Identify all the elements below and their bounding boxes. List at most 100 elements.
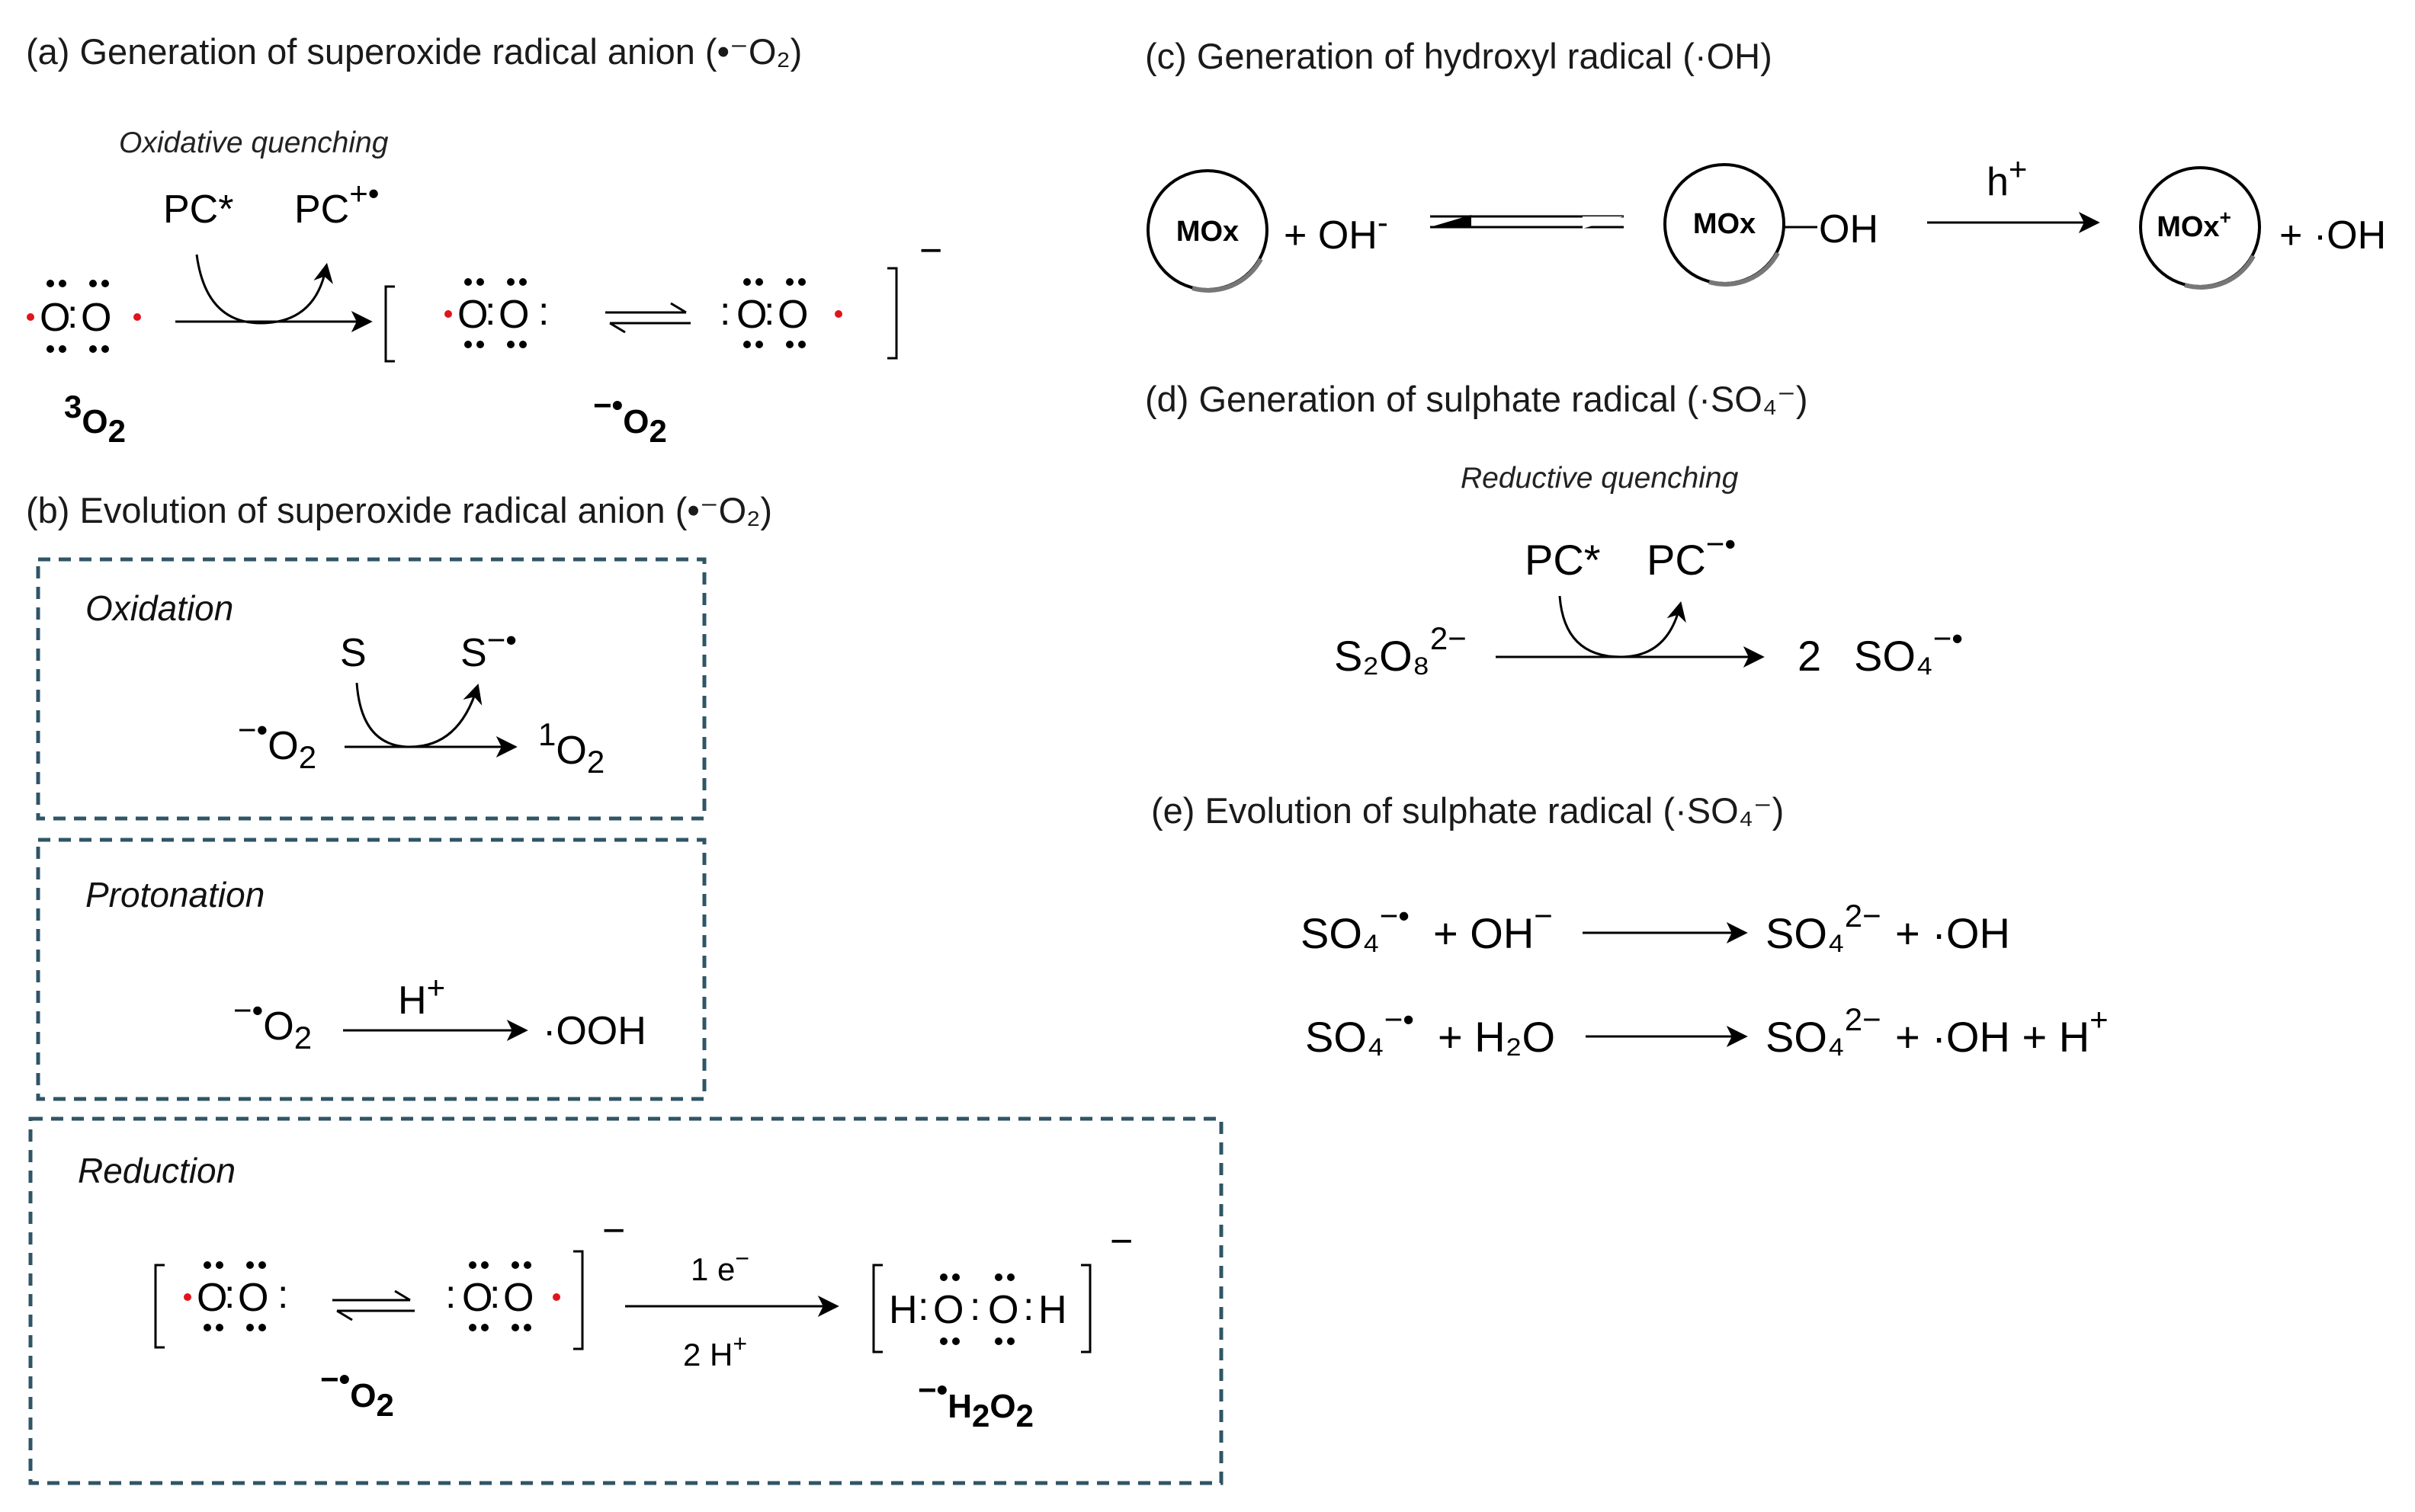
h: H [948, 1388, 972, 1425]
h: H [398, 979, 427, 1023]
sub: 2 [587, 744, 605, 780]
pc-reduced-d: PC−• [1647, 526, 1736, 584]
o-atom: O [40, 296, 70, 340]
panel-c: (c) Generation of hydroxyl radical (·OH)… [1145, 36, 2386, 293]
o-atom: O [503, 1276, 534, 1320]
plus-hydroxide: + OH- [1284, 204, 1388, 258]
txt: SO₄ [1301, 909, 1380, 957]
pc-ox-text: PC [294, 187, 349, 232]
e2-coreactant: + H₂O [1438, 1013, 1555, 1061]
equilibrium-arrow-c [1430, 215, 1624, 229]
o-atom: O [81, 296, 111, 340]
bracket-left-red [154, 1264, 165, 1349]
pre: −• [233, 992, 263, 1028]
bond-pair: : [224, 1273, 235, 1317]
sup: + [2009, 151, 2028, 187]
o: O [263, 1004, 293, 1049]
reagent-proton: H+ [398, 969, 445, 1023]
s-rad-sup: −• [487, 622, 517, 658]
pre: −• [918, 1372, 948, 1408]
label-3o2-pre: 3 [64, 389, 82, 424]
label-o2r-pre: −• [593, 387, 623, 423]
charge-a: − [919, 229, 942, 273]
panel-a-title: (a) Generation of superoxide radical ani… [26, 31, 802, 72]
bracket-right-red [573, 1250, 584, 1350]
sup: + [733, 1330, 747, 1357]
sub: 2 [294, 1020, 312, 1056]
txt: + ·OH + H [1895, 1013, 2089, 1061]
sup: −• [1933, 620, 1963, 656]
h-atom: H [889, 1288, 918, 1332]
pre: −• [238, 712, 268, 748]
lewis-superoxide-red-2: : O : O [445, 1261, 560, 1331]
pre: −• [320, 1361, 350, 1397]
txt: S₂O₈ [1334, 632, 1430, 680]
bond-pair: : [970, 1285, 980, 1329]
quenching-label-a: Oxidative quenching [119, 127, 389, 159]
txt: PC [1647, 536, 1706, 584]
bond-pair: : [918, 1285, 928, 1329]
lone-pair: : [277, 1273, 288, 1317]
bond-pair: : [485, 290, 496, 334]
sup: −• [1706, 526, 1736, 562]
curved-arrow-a [195, 254, 333, 325]
h: h [1987, 160, 2009, 204]
pc-ox-sup: +• [349, 175, 379, 211]
panel-b: (b) Evolution of superoxide radical anio… [26, 490, 1224, 1485]
txt: SO₄ [1766, 1013, 1845, 1061]
o: O [350, 1377, 376, 1414]
o-atom: O [736, 293, 767, 337]
sub: 2 [376, 1387, 393, 1423]
lewis-superoxide-red-1: O : O : [184, 1261, 288, 1331]
charge-red-1: − [602, 1209, 625, 1253]
label-superoxide-red: −•O2 [320, 1361, 394, 1423]
bond-pair: : [67, 293, 78, 337]
hole-reagent: h+ [1987, 151, 2027, 204]
e1-product: SO₄2− [1766, 898, 1881, 957]
lone-pair: : [538, 290, 549, 334]
o-atom: O [197, 1276, 227, 1320]
mox-label-3: MOx+ [2157, 206, 2231, 243]
mox-label-2: MOx [1693, 208, 1756, 240]
mox-label-1: MOx [1176, 216, 1239, 248]
txt: + OH [1284, 213, 1377, 258]
label-superoxide-a: −•O2 [593, 387, 667, 449]
panel-a: (a) Generation of superoxide radical ani… [26, 31, 942, 449]
o-atom: O [457, 293, 488, 337]
reagent-protons: 2 H+ [683, 1330, 747, 1373]
o-atom: O [933, 1288, 964, 1332]
sup: 2− [1845, 898, 1881, 934]
o-atom: O [778, 293, 808, 337]
reactant-superoxide-ox: −•O2 [238, 712, 316, 775]
reagent-s: S [340, 631, 367, 675]
label-h2o2-red: −•H2O2 [918, 1372, 1034, 1434]
bracket-right-h2o2 [1081, 1264, 1092, 1353]
sub1: 2 [972, 1398, 989, 1434]
curved-arrow-d [1558, 595, 1686, 658]
heading-protonation: Protonation [85, 875, 265, 915]
e1-tail: + ·OH [1895, 909, 2010, 957]
e1-coreactant: + OH− [1433, 898, 1553, 957]
heading-oxidation: Oxidation [85, 588, 233, 628]
e2-reactant: SO₄−• [1305, 1001, 1414, 1061]
txt: 2 H [683, 1337, 733, 1373]
o: O [989, 1388, 1015, 1425]
sup: 2− [1845, 1001, 1881, 1037]
lewis-triplet-o2: O : O [27, 280, 141, 353]
bond-pair: : [764, 290, 775, 334]
panel-b-title: (b) Evolution of superoxide radical anio… [26, 490, 772, 530]
txt: SO₄ [1766, 909, 1845, 957]
product-hydroperoxyl: ·OOH [543, 1009, 646, 1053]
label-o2r-o: O [623, 403, 649, 440]
label-3o2-sub: 2 [108, 413, 126, 449]
sup: - [1377, 204, 1388, 240]
quenching-label-d: Reductive quenching [1461, 462, 1739, 495]
bracket-right-a [887, 267, 898, 360]
o-atom: O [238, 1276, 268, 1320]
reactant-superoxide-prot: −•O2 [233, 992, 312, 1056]
sulfate-radical-product: SO₄−• [1854, 620, 1963, 680]
bracket-left-a [384, 285, 395, 363]
charge-red-2: − [1110, 1219, 1133, 1264]
txt: SO₄ [1305, 1013, 1384, 1061]
bond-pair: : [1023, 1285, 1034, 1329]
